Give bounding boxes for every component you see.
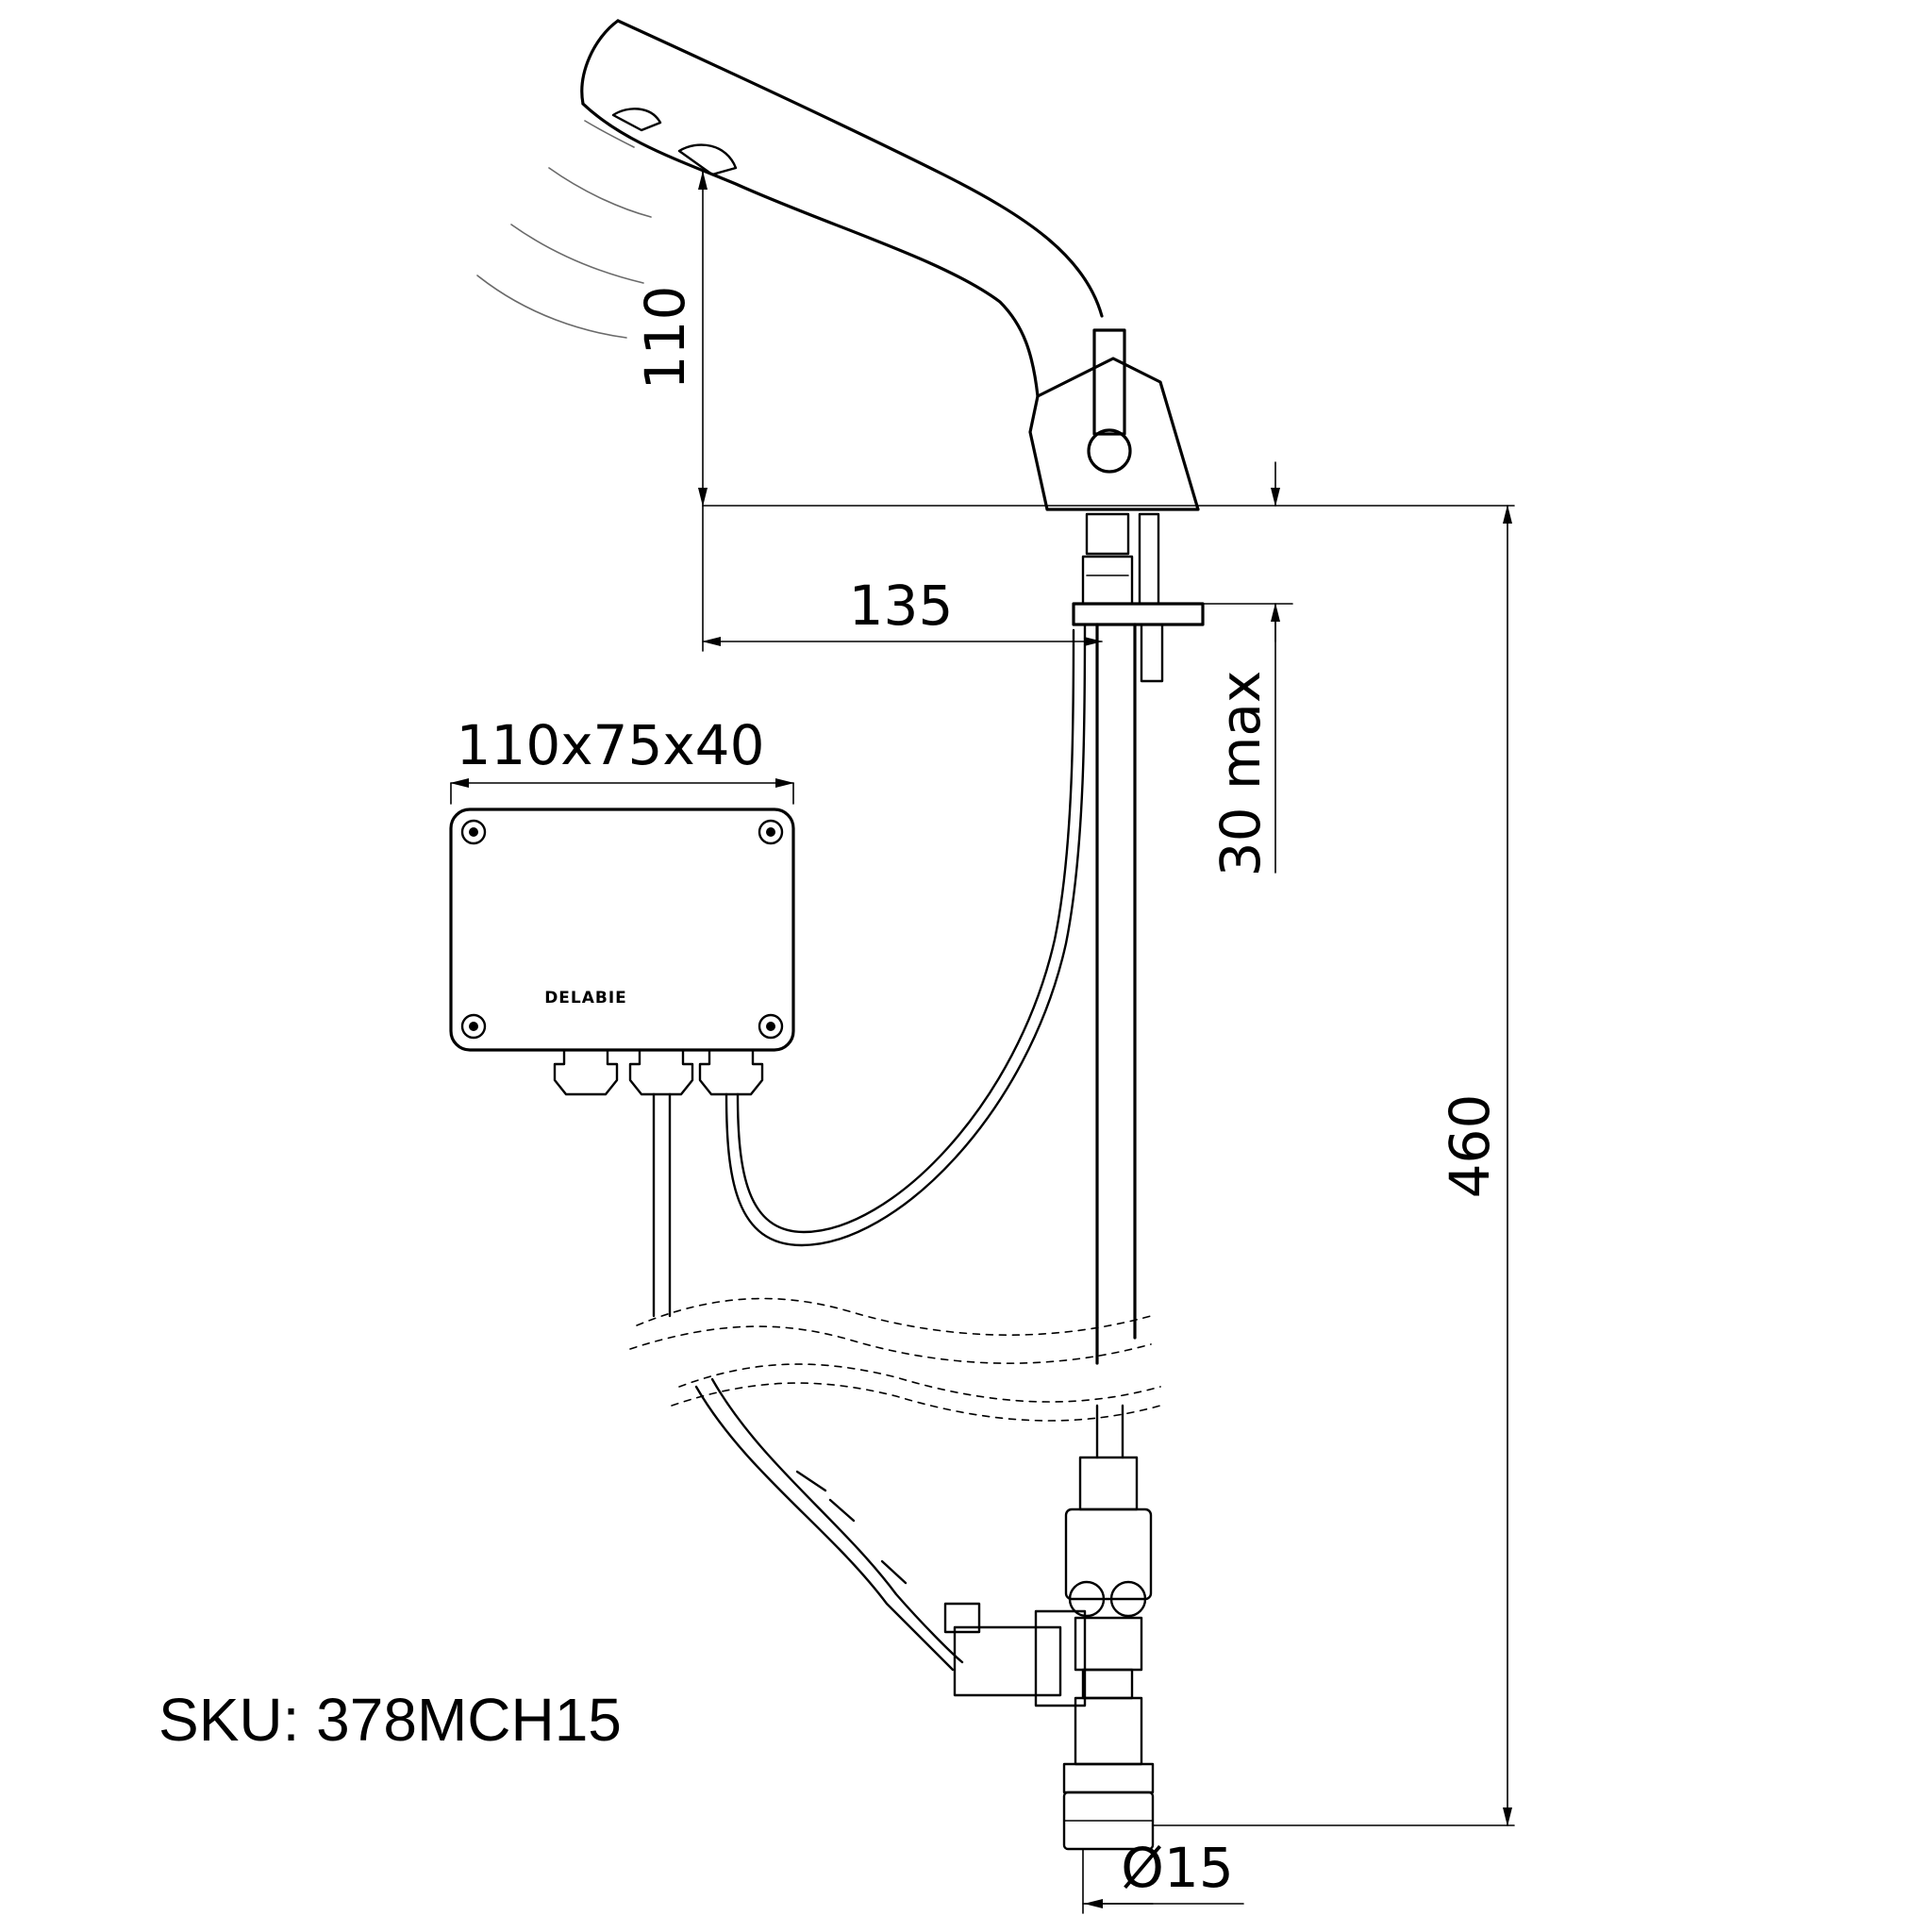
dimension-sensor-height: 110 xyxy=(633,171,708,507)
dimension-box-size: 110x75x40 xyxy=(450,713,794,805)
sku-label: SKU: 378MCH15 xyxy=(158,1686,622,1754)
faucet-base xyxy=(1028,328,1200,511)
break-lines xyxy=(629,1297,1161,1422)
label-total-height: 460 xyxy=(1438,1094,1502,1199)
box-brand-label: DELABIE xyxy=(544,989,627,1008)
lower-valve xyxy=(943,1404,1155,1851)
faucet-spout xyxy=(476,19,1104,398)
control-box: DELABIE xyxy=(449,808,795,1096)
label-box-size: 110x75x40 xyxy=(457,713,765,777)
dimension-deck-thickness: 30 max xyxy=(1202,461,1293,877)
label-spout-reach: 135 xyxy=(849,574,954,638)
tailpiece xyxy=(1072,512,1205,1365)
dimension-total-height: 460 xyxy=(1152,505,1515,1826)
label-connection-diameter: Ø15 xyxy=(1121,1836,1233,1900)
label-sensor-height: 110 xyxy=(633,286,697,391)
dimension-spout-reach: 135 xyxy=(702,505,1103,652)
label-deck-thickness: 30 max xyxy=(1208,671,1273,877)
cables xyxy=(652,623,1087,1672)
dimension-connection-diameter: Ø15 xyxy=(1082,1836,1244,1914)
